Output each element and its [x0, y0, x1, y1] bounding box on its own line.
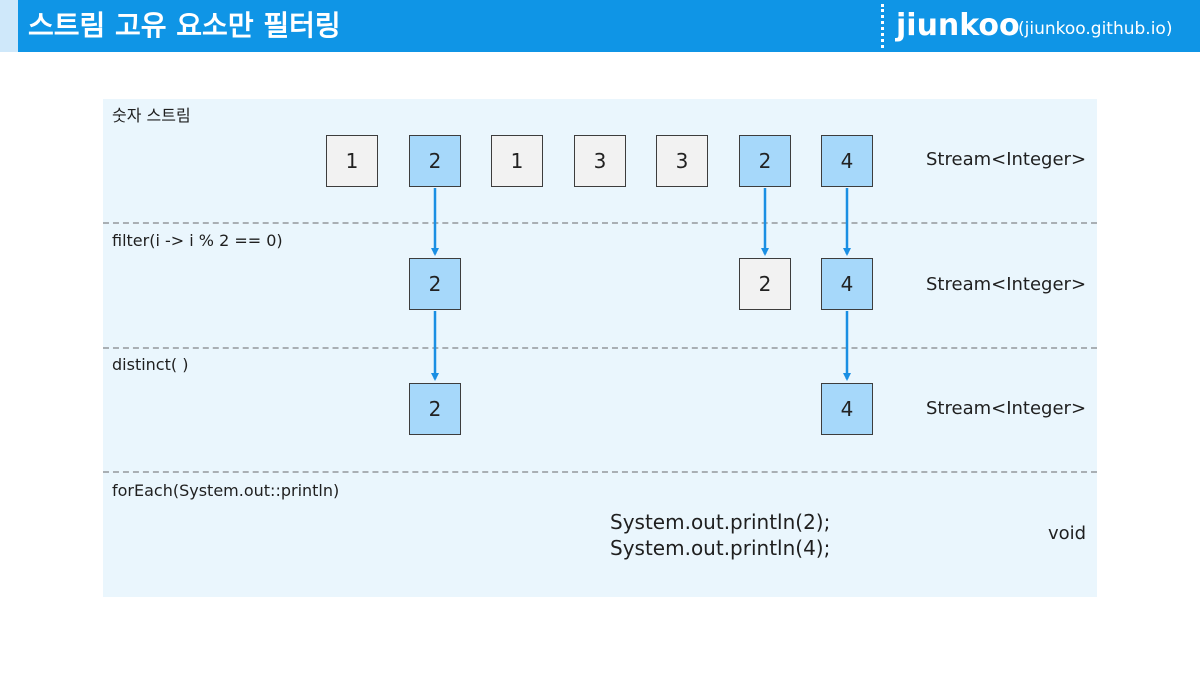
stage-label-foreach: forEach(System.out::println): [112, 481, 340, 500]
stream-element-even: 2: [739, 135, 791, 187]
output-line: System.out.println(4);: [610, 536, 831, 560]
distinct-element: 2: [409, 383, 461, 435]
output-line: System.out.println(2);: [610, 510, 831, 534]
stream-element-even: 2: [409, 135, 461, 187]
brand-url[interactable]: (jiunkoo.github.io): [1018, 19, 1173, 39]
header-bar: 스트림 고유 요소만 필터링 jiunkoo (jiunkoo.github.i…: [0, 0, 1200, 52]
stage-label-distinct: distinct( ): [112, 355, 189, 374]
filtered-element-duplicate: 2: [739, 258, 791, 310]
stream-element: 3: [574, 135, 626, 187]
stage-divider: [103, 471, 1097, 473]
stream-type-label: Stream<Integer>: [926, 398, 1087, 419]
stream-element-even: 4: [821, 135, 873, 187]
stage-label-filter: filter(i -> i % 2 == 0): [112, 231, 283, 250]
brand-name: jiunkoo: [896, 8, 1020, 43]
stream-type-label: Stream<Integer>: [926, 274, 1087, 295]
filtered-element: 2: [409, 258, 461, 310]
header-separator: [881, 4, 884, 48]
stage-label-source: 숫자 스트림: [112, 106, 191, 125]
filtered-element: 4: [821, 258, 873, 310]
return-type-label: void: [1048, 523, 1087, 544]
page-title: 스트림 고유 요소만 필터링: [28, 9, 341, 42]
stream-type-label: Stream<Integer>: [926, 149, 1087, 170]
stage-divider: [103, 347, 1097, 349]
stream-element: 1: [326, 135, 378, 187]
header-accent: [0, 0, 18, 52]
stream-element: 1: [491, 135, 543, 187]
stream-element: 3: [656, 135, 708, 187]
distinct-element: 4: [821, 383, 873, 435]
stage-divider: [103, 222, 1097, 224]
